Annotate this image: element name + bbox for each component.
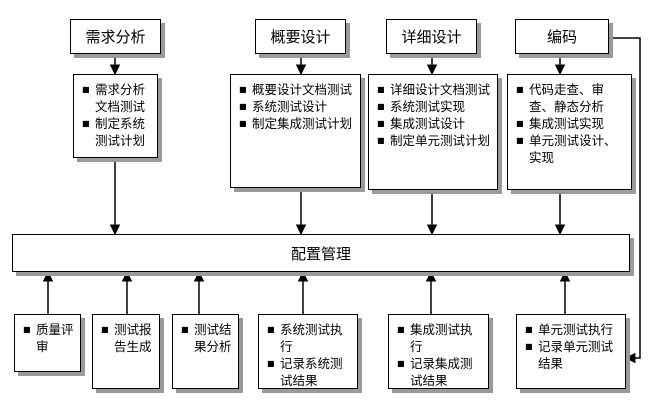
- phase-detail-design: 详细设计: [386, 19, 477, 54]
- task-item: 记录单元测试结果: [525, 338, 621, 372]
- task-item: 集成测试实现: [516, 115, 627, 132]
- task-item: 需求分析文档测试: [82, 81, 153, 115]
- task-item: 概要设计文档测试: [239, 81, 356, 98]
- task-item: 集成测试执行: [397, 321, 484, 355]
- overview-design-tasks: 概要设计文档测试 系统测试设计 制定集成测试计划: [230, 74, 361, 188]
- phase-overview-design: 概要设计: [255, 19, 346, 54]
- task-item: 测试结果分析: [181, 321, 234, 355]
- task-item: 记录集成测试结果: [397, 355, 484, 389]
- task-item: 详细设计文档测试: [377, 81, 493, 98]
- quality-review-box: 质量评审: [14, 314, 81, 372]
- task-item: 制定系统测试计划: [82, 115, 153, 149]
- requirements-tasks: 需求分析文档测试 制定系统测试计划: [73, 74, 158, 158]
- task-item: 系统测试实现: [377, 98, 493, 115]
- task-item: 单元测试执行: [525, 321, 621, 338]
- task-item: 集成测试设计: [377, 115, 493, 132]
- system-test-exec-box: 系统测试执行 记录系统测试结果: [258, 314, 358, 389]
- task-item: 制定集成测试计划: [239, 115, 356, 132]
- coding-tasks: 代码走查、审查、静态分析 集成测试实现 单元测试设计、实现: [507, 74, 632, 190]
- arrow-coding-to-unit: [610, 37, 641, 364]
- task-item: 记录系统测试结果: [267, 355, 353, 389]
- detail-design-tasks: 详细设计文档测试 系统测试实现 集成测试设计 制定单元测试计划: [368, 74, 498, 190]
- phase-coding: 编码: [515, 19, 609, 54]
- config-management: 配置管理: [12, 234, 630, 272]
- phase-requirements: 需求分析: [70, 19, 161, 54]
- integration-test-exec-box: 集成测试执行 记录集成测试结果: [388, 314, 489, 389]
- task-item: 单元测试设计、实现: [516, 132, 627, 166]
- task-item: 系统测试执行: [267, 321, 353, 355]
- task-item: 系统测试设计: [239, 98, 356, 115]
- result-analysis-box: 测试结果分析: [172, 314, 239, 389]
- test-report-box: 测试报告生成: [92, 314, 160, 389]
- task-item: 质量评审: [23, 321, 76, 355]
- unit-test-exec-box: 单元测试执行 记录单元测试结果: [516, 314, 626, 389]
- task-item: 代码走查、审查、静态分析: [516, 81, 627, 115]
- task-item: 测试报告生成: [101, 321, 155, 355]
- task-item: 制定单元测试计划: [377, 132, 493, 149]
